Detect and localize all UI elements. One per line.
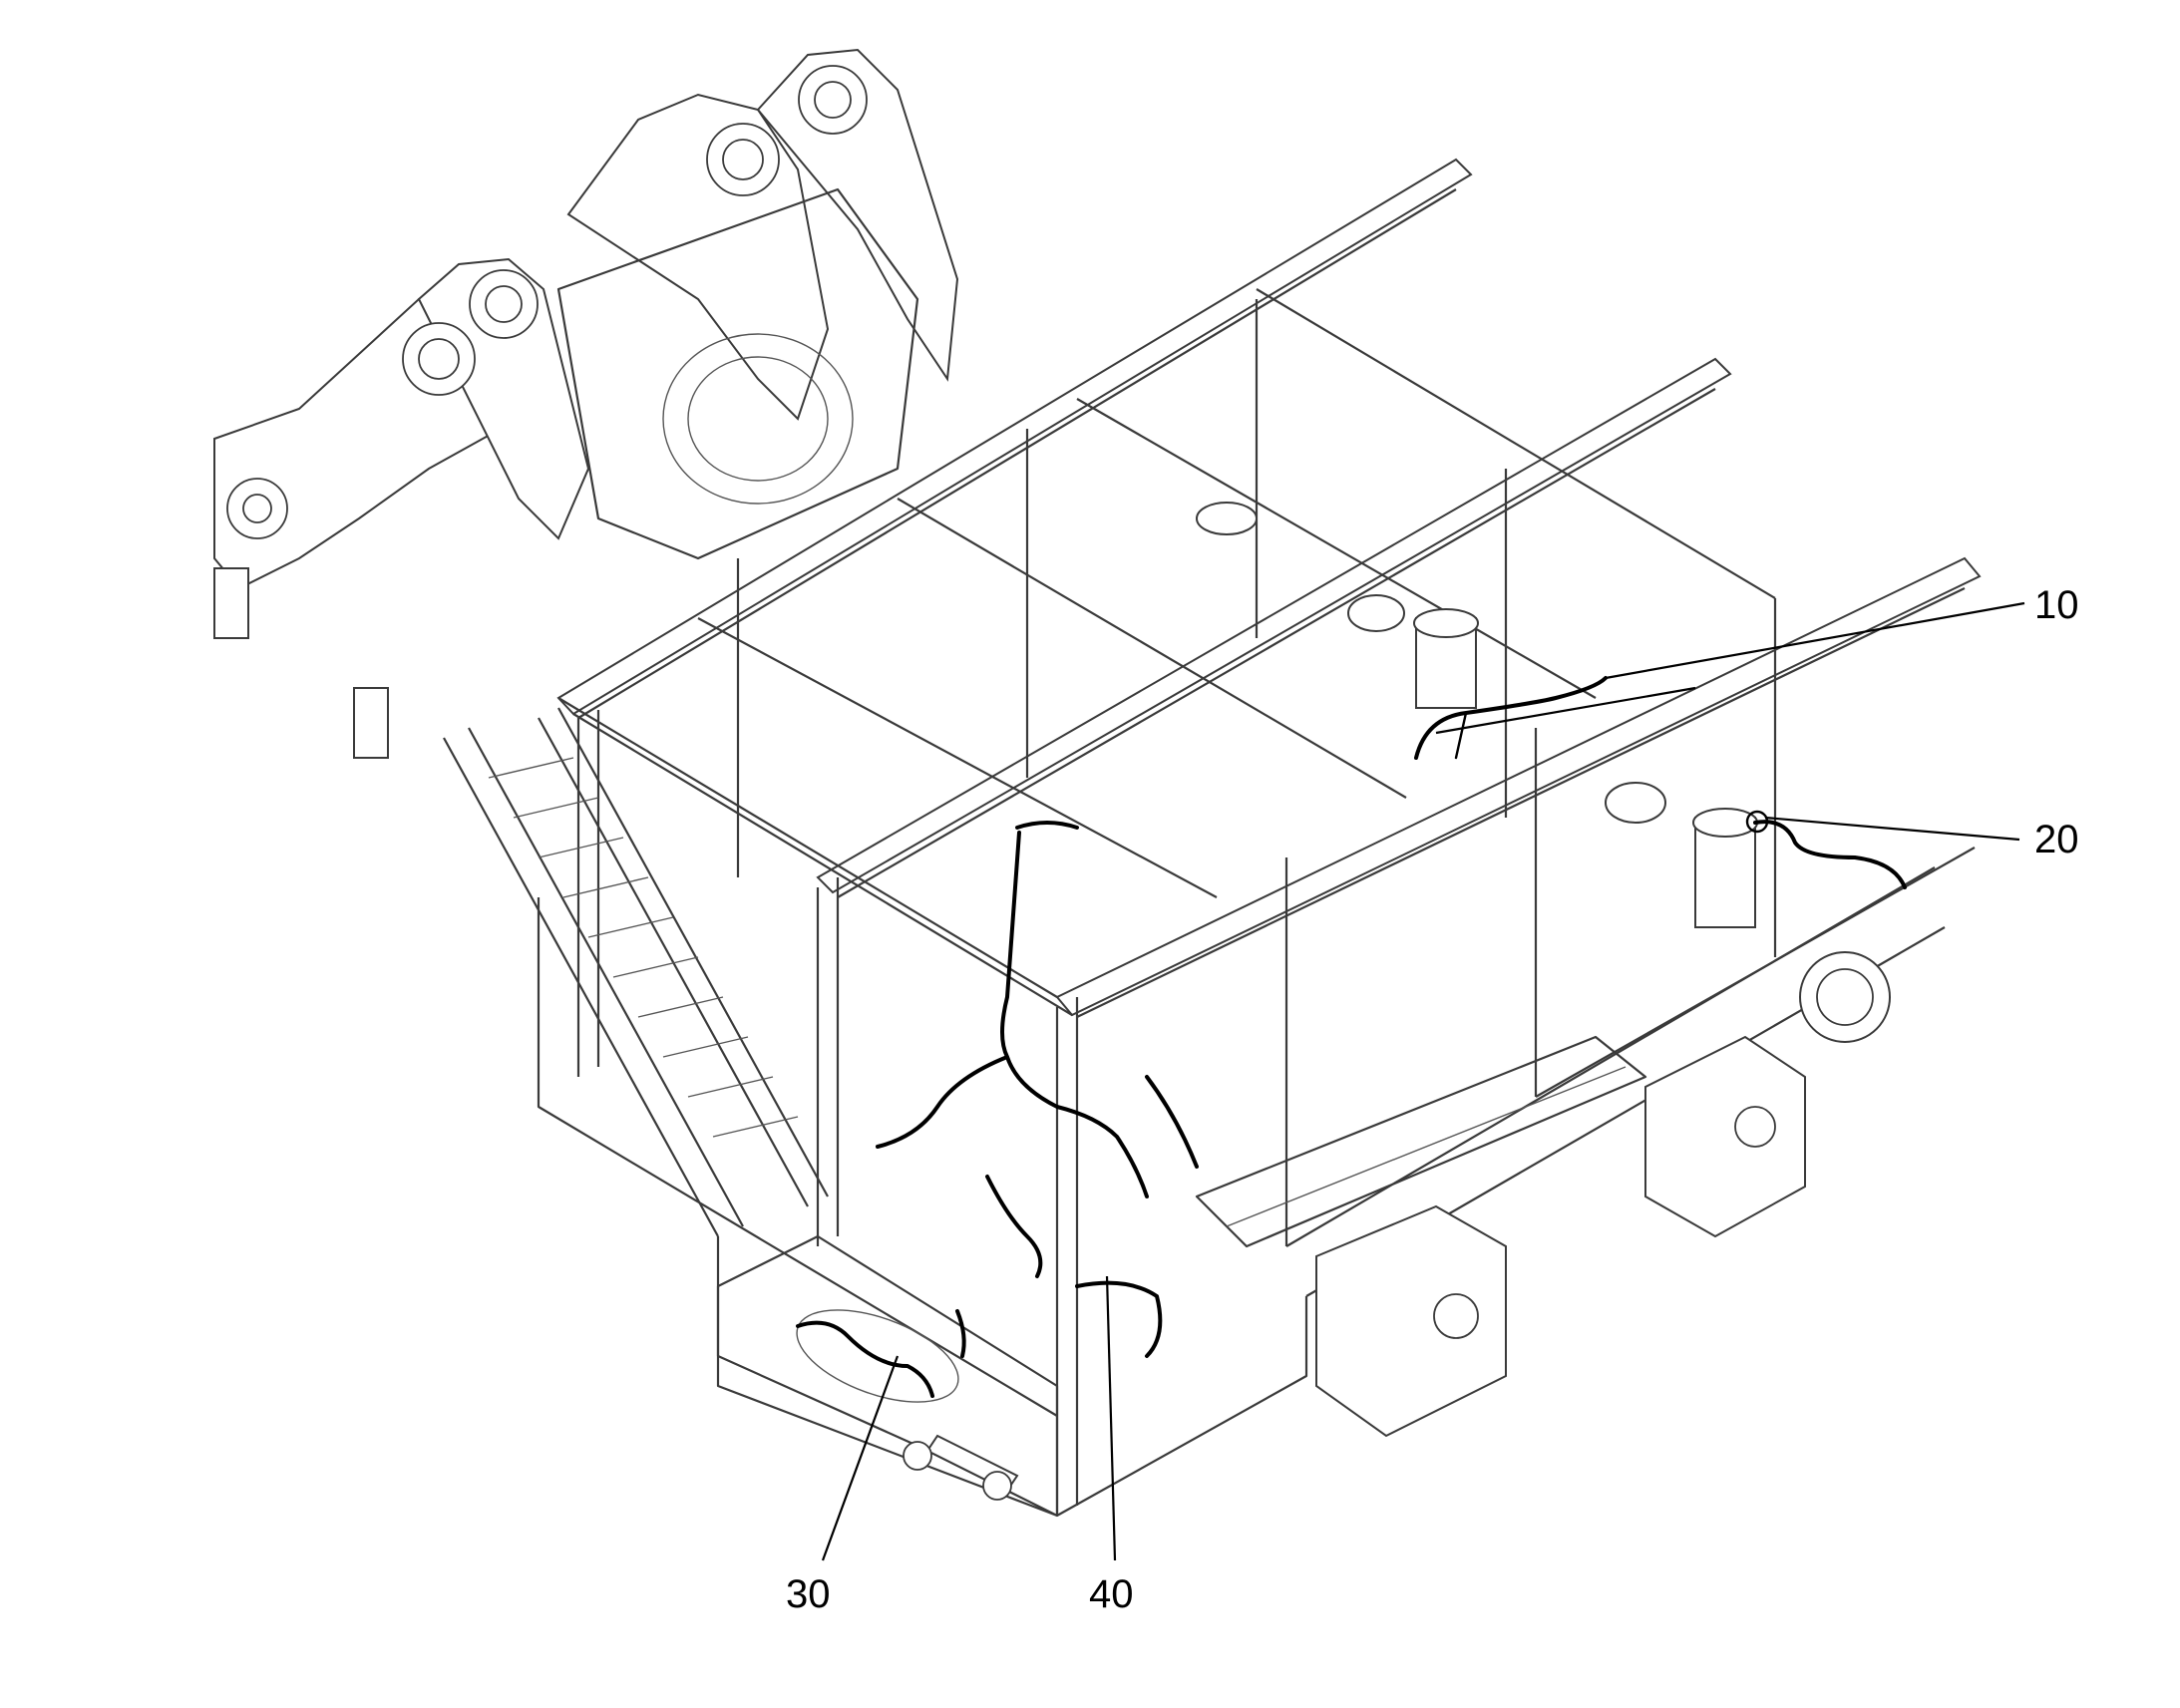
harness-10 bbox=[1414, 676, 1608, 760]
front-bottom-plate bbox=[716, 1234, 1059, 1518]
callout-label-20: 20 bbox=[2034, 818, 2079, 861]
pump-assemblies bbox=[1196, 502, 1758, 928]
callout-label-40: 40 bbox=[1089, 1572, 1134, 1616]
wiring-harnesses bbox=[796, 676, 1907, 1398]
harness-40 bbox=[876, 821, 1163, 1358]
upper-deck-rails bbox=[556, 158, 1982, 1018]
vertical-posts bbox=[576, 299, 1777, 1516]
harness-20 bbox=[1753, 820, 1907, 889]
leader-10 bbox=[1605, 601, 2025, 680]
leader-30 bbox=[821, 1355, 900, 1561]
callout-label-10: 10 bbox=[2034, 583, 2079, 627]
callout-label-30: 30 bbox=[786, 1572, 831, 1616]
callout-leaders bbox=[821, 601, 2025, 1561]
stairway bbox=[443, 707, 829, 1237]
boom-support-structure bbox=[213, 48, 959, 759]
leader-40 bbox=[1105, 1275, 1117, 1561]
callout-labels: 10 20 30 40 bbox=[786, 583, 2079, 1616]
leader-20 bbox=[1764, 816, 2020, 842]
lower-chassis bbox=[537, 847, 1976, 1518]
harness-30 bbox=[796, 1320, 934, 1398]
